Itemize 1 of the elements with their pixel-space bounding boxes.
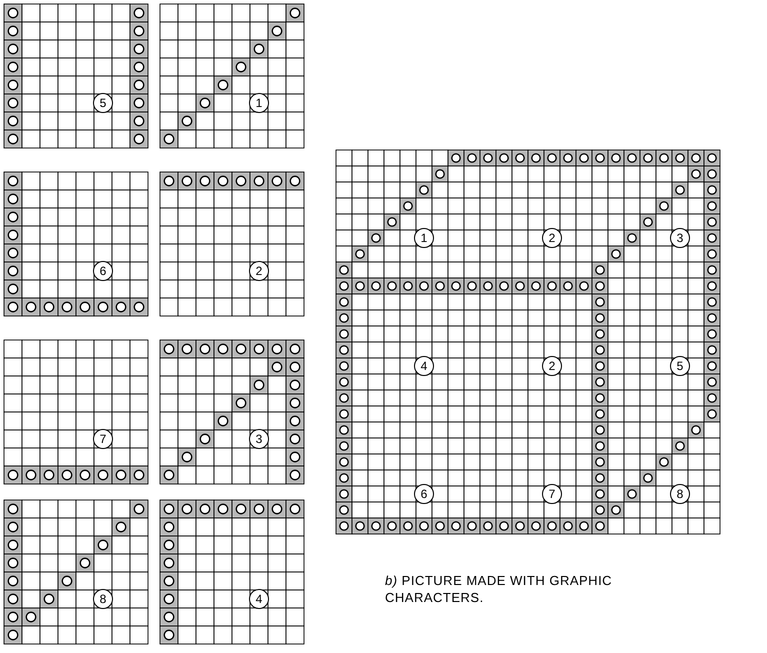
- figure-caption: b) PICTURE MADE WITH GRAPHIC CHARACTERS.: [385, 572, 614, 606]
